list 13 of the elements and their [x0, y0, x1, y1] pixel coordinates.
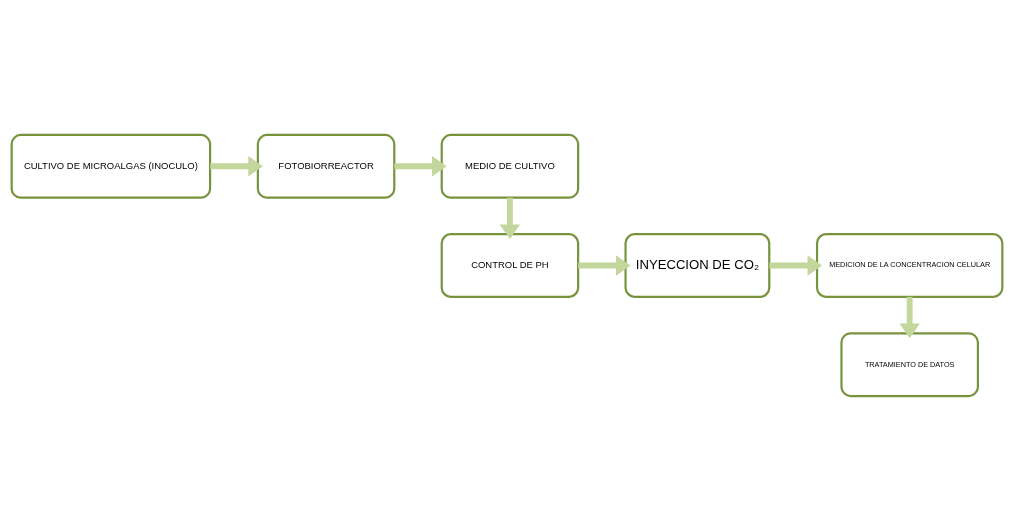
- arrow: [210, 156, 263, 177]
- node-box: MEDIO DE CULTIVO: [440, 133, 580, 199]
- node-box: INYECCION DE CO₂: [624, 233, 771, 298]
- arrow: [394, 156, 447, 177]
- arrow: [769, 255, 823, 276]
- arrow: [899, 296, 920, 339]
- node-box: TRATAMIENTO DE DATOS: [840, 332, 979, 398]
- node-box: CULTIVO DE MICROALGAS (INOCULO): [10, 133, 212, 199]
- arrow: [578, 255, 631, 276]
- node-box: CONTROL DE PH: [440, 233, 580, 298]
- node-box: FOTOBIORREACTOR: [256, 133, 396, 199]
- node-box: MEDICION DE LA CONCENTRACION CELULAR: [815, 233, 1004, 298]
- arrow: [499, 197, 521, 239]
